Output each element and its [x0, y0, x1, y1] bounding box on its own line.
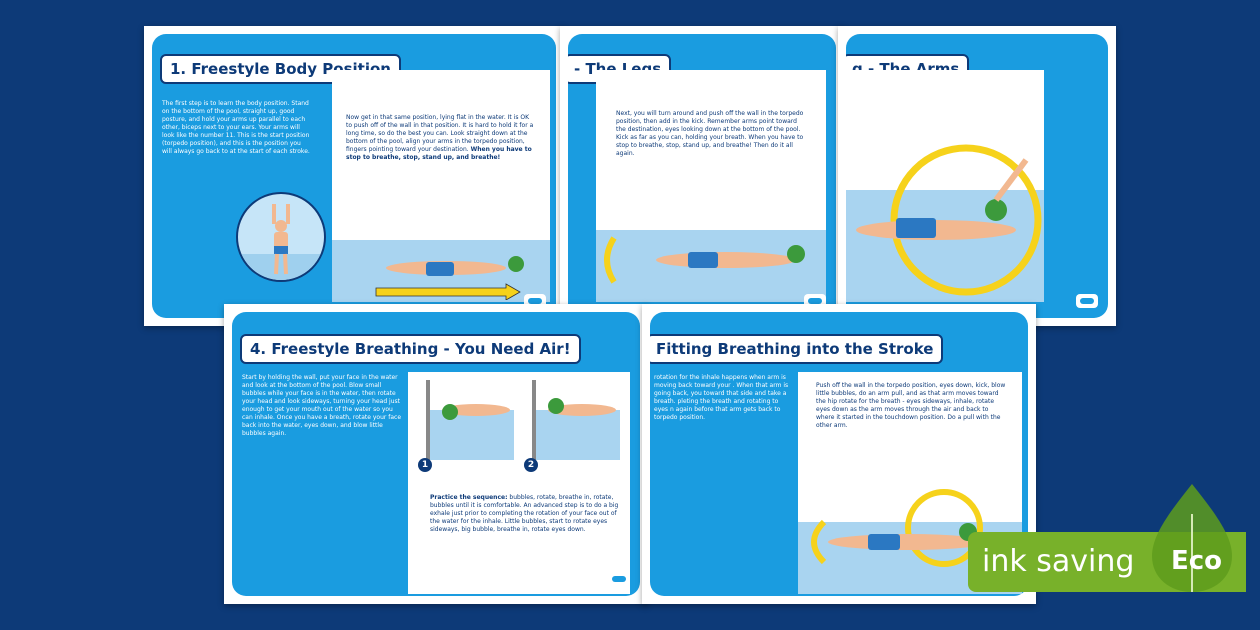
- eco-word: Eco: [1170, 546, 1222, 576]
- brand-badge: [608, 572, 630, 586]
- breathing-step-1-illustration: [426, 380, 514, 460]
- card-freestyle-breathing: 4. Freestyle Breathing - You Need Air! S…: [224, 304, 648, 604]
- card-text: rotation for the inhale happens when arm…: [654, 374, 789, 421]
- practice-sequence-text: Practice the sequence: bubbles, rotate, …: [430, 494, 620, 534]
- brand-badge: [1076, 294, 1098, 308]
- card-fitting-breathing: Fitting Breathing into the Stroke rotati…: [642, 304, 1036, 604]
- card-text-fragment: [572, 96, 596, 196]
- leaf-icon: [1152, 484, 1232, 592]
- card-title: 1. Freestyle Body Position: [160, 54, 401, 84]
- card-the-legs: - The Legs Next, you will turn around an…: [560, 26, 844, 326]
- card-frame: g - The Arms: [846, 34, 1108, 318]
- pool-water: [846, 190, 1044, 302]
- card-body-position: 1. Freestyle Body Position The first ste…: [144, 26, 564, 326]
- swimmer-kicking-illustration: [604, 236, 805, 284]
- swimmer-breathing-stroke-illustration: [811, 489, 988, 567]
- card-frame: 4. Freestyle Breathing - You Need Air! S…: [232, 312, 640, 596]
- practice-sequence-label: Practice the sequence:: [430, 494, 508, 501]
- illustration-panel: 1 2 Practice the sequence: bubbles, rota…: [408, 372, 630, 594]
- panel-text: Now get in that same position, lying fla…: [346, 114, 536, 162]
- panel-text-bold: When you have to stop to breathe, stop, …: [346, 146, 532, 161]
- card-the-arms: g - The Arms: [838, 26, 1116, 326]
- ink-saving-eco-badge: ink saving Eco: [968, 484, 1246, 592]
- card-frame: - The Legs Next, you will turn around an…: [568, 34, 836, 318]
- ink-saving-label: ink saving: [982, 544, 1135, 579]
- step-1-marker: 1: [418, 458, 432, 472]
- step-2-marker: 2: [524, 458, 538, 472]
- illustration-panel: Now get in that same position, lying fla…: [332, 70, 550, 302]
- illustration-panel: [846, 70, 1044, 302]
- card-title: Fitting Breathing into the Stroke: [650, 334, 944, 364]
- card-text: Start by holding the wall, put your face…: [242, 374, 402, 437]
- illustration-panel: Next, you will turn around and push off …: [596, 70, 826, 302]
- panel-text: Push off the wall in the torpedo positio…: [816, 382, 1006, 429]
- breathing-step-2-illustration: [532, 380, 620, 460]
- card-text-fragment: [1048, 96, 1088, 256]
- swimmer-gliding-illustration: [375, 256, 524, 300]
- card-text: The first step is to learn the body posi…: [162, 100, 310, 155]
- panel-text: Next, you will turn around and push off …: [616, 110, 804, 157]
- practice-sequence-body: bubbles, rotate, breathe in, rotate, bub…: [430, 494, 619, 533]
- swimmer-arm-stroke-illustration: [856, 144, 1042, 296]
- card-title: 4. Freestyle Breathing - You Need Air!: [240, 334, 581, 364]
- panel-text-body: Now get in that same position, lying fla…: [346, 114, 534, 153]
- card-frame: 1. Freestyle Body Position The first ste…: [152, 34, 556, 318]
- swimmer-standing-illustration: [236, 192, 326, 282]
